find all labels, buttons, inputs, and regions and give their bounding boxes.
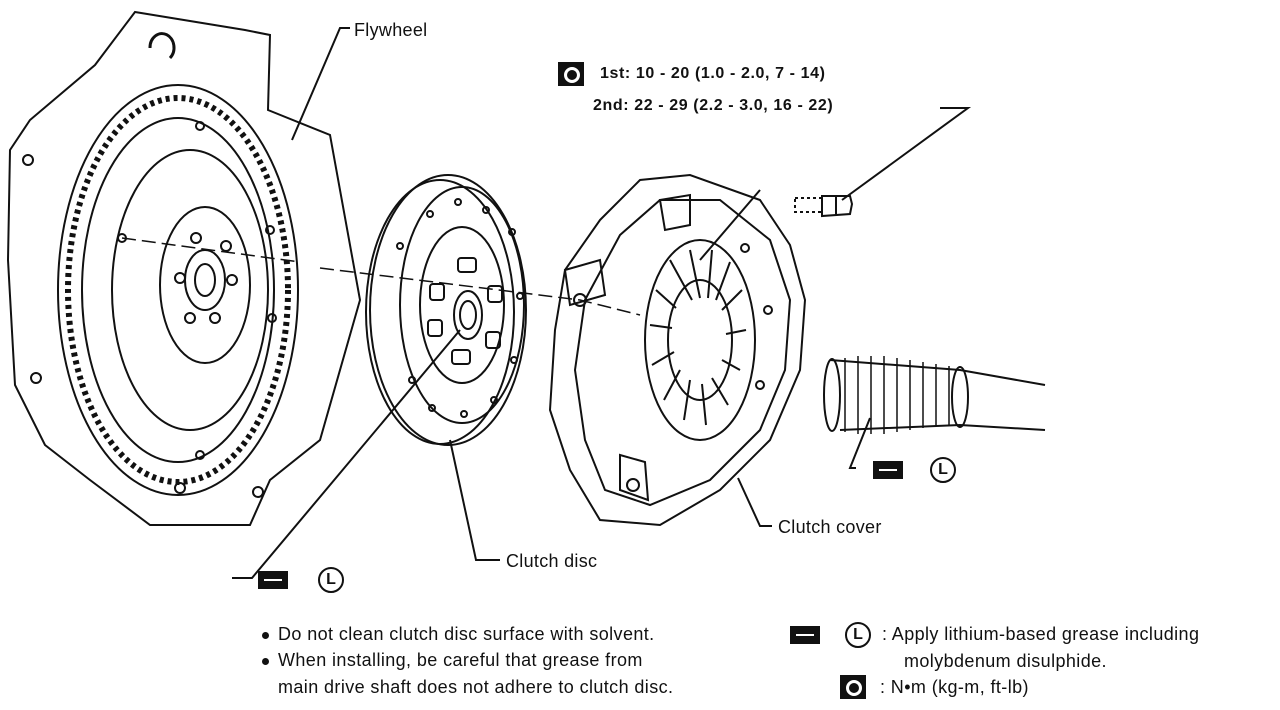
- clutch-cover-label: Clutch cover: [778, 517, 882, 537]
- flywheel: [57, 84, 299, 496]
- torque-spec-second: 2nd: 22 - 29 (2.2 - 3.0, 16 - 22): [593, 97, 834, 114]
- grease-icon: [790, 626, 820, 644]
- plate-hole: [30, 372, 42, 384]
- main-drive-shaft: [823, 356, 1046, 434]
- lithium-L-icon: L: [318, 567, 344, 593]
- lithium-L-icon: L: [930, 457, 956, 483]
- engine-back-plate: [6, 10, 362, 526]
- shaft-grease-leader: [848, 417, 871, 469]
- torque-wrench-icon: [558, 62, 584, 86]
- torque-legend-text: : N•m (kg-m, ft-lb): [880, 677, 1029, 697]
- note-line: Do not clean clutch disc surface with so…: [278, 624, 655, 644]
- flywheel-leader: [291, 27, 350, 141]
- alignment-line: [121, 237, 641, 316]
- disc-grease-leader: [232, 329, 461, 579]
- lithium-L-icon: L: [845, 622, 871, 648]
- torque-wrench-icon: [840, 675, 866, 699]
- grease-icon: [873, 461, 903, 479]
- clutch-cover-leader: [737, 477, 772, 527]
- torque-leader-2: [699, 189, 761, 261]
- torque-spec-first: 1st: 10 - 20 (1.0 - 2.0, 7 - 14): [600, 65, 826, 82]
- clutch-cover-bolt: [794, 195, 854, 218]
- torque-leader: [841, 107, 972, 201]
- note-line: When installing, be careful that grease …: [278, 650, 643, 670]
- flywheel-label: Flywheel: [354, 20, 428, 40]
- grease-icon: [258, 571, 288, 589]
- clutch-disc-label: Clutch disc: [506, 551, 598, 571]
- plate-hole: [22, 154, 34, 166]
- plate-hole: [252, 486, 264, 498]
- grease-legend-text-2: molybdenum disulphide.: [904, 651, 1107, 671]
- note-line: main drive shaft does not adhere to clut…: [278, 677, 674, 697]
- note-bullet: [262, 632, 269, 639]
- clutch-disc-leader: [449, 439, 500, 561]
- grease-legend-text: : Apply lithium-based grease including: [882, 624, 1200, 644]
- clutch-cover: [548, 173, 807, 527]
- plate-dowel: [148, 32, 176, 60]
- plate-hole: [174, 482, 186, 494]
- clutch-disc: [365, 174, 527, 446]
- note-bullet: [262, 658, 269, 665]
